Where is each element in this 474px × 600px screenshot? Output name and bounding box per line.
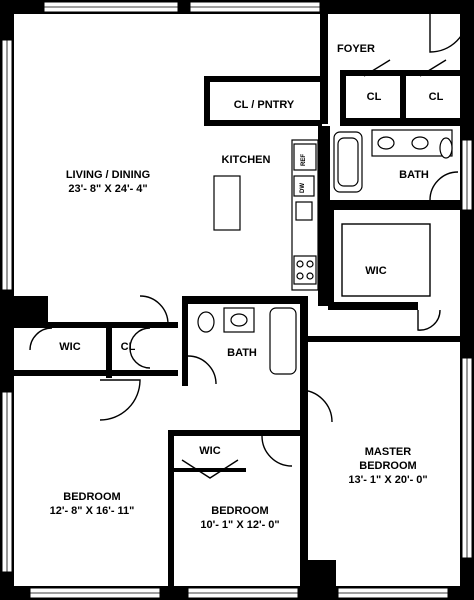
bedroom1-label: BEDROOM — [63, 491, 120, 503]
bath-master-label: BATH — [399, 169, 429, 181]
windows-top — [43, 1, 321, 13]
bedroom2-dims: 10'- 1" X 12'- 0" — [200, 519, 279, 531]
bath-hall-label: BATH — [227, 347, 257, 359]
windows-left — [1, 39, 13, 573]
refrigerator-tag: REF — [301, 154, 307, 166]
doors — [29, 13, 469, 479]
living-dining-label: LIVING / DINING — [66, 169, 150, 181]
master-bedroom-label-1: MASTER — [365, 446, 412, 458]
cl-pantry-label: CL / PNTRY — [234, 99, 295, 111]
foyer-label: FOYER — [337, 43, 375, 55]
bedroom2-label: BEDROOM — [211, 505, 268, 517]
interior-walls — [14, 12, 460, 588]
bedroom1-dims: 12'- 8" X 16'- 11" — [50, 505, 135, 517]
wic-bedroom2-label: WIC — [199, 445, 220, 457]
wic-master-label: WIC — [365, 265, 386, 277]
master-bedroom-label-2: BEDROOM — [359, 460, 416, 472]
closet-foyer-1-label: CL — [367, 91, 382, 103]
kitchen-label: KITCHEN — [222, 154, 271, 166]
wic-bedroom1-label: WIC — [59, 341, 80, 353]
dishwasher-tag: DW — [300, 183, 306, 193]
windows-right — [461, 139, 473, 559]
windows-bottom — [29, 587, 449, 599]
closet-foyer-2-label: CL — [429, 91, 444, 103]
living-dining-dims: 23'- 8" X 24'- 4" — [68, 183, 147, 195]
master-bedroom-dims: 13'- 1" X 20'- 0" — [348, 474, 427, 486]
fixtures — [197, 129, 453, 375]
room-labels: FOYER CL / PNTRY CL CL KITCHEN LIVING / … — [50, 43, 444, 531]
closet-bedroom1-label: CL — [121, 341, 136, 353]
